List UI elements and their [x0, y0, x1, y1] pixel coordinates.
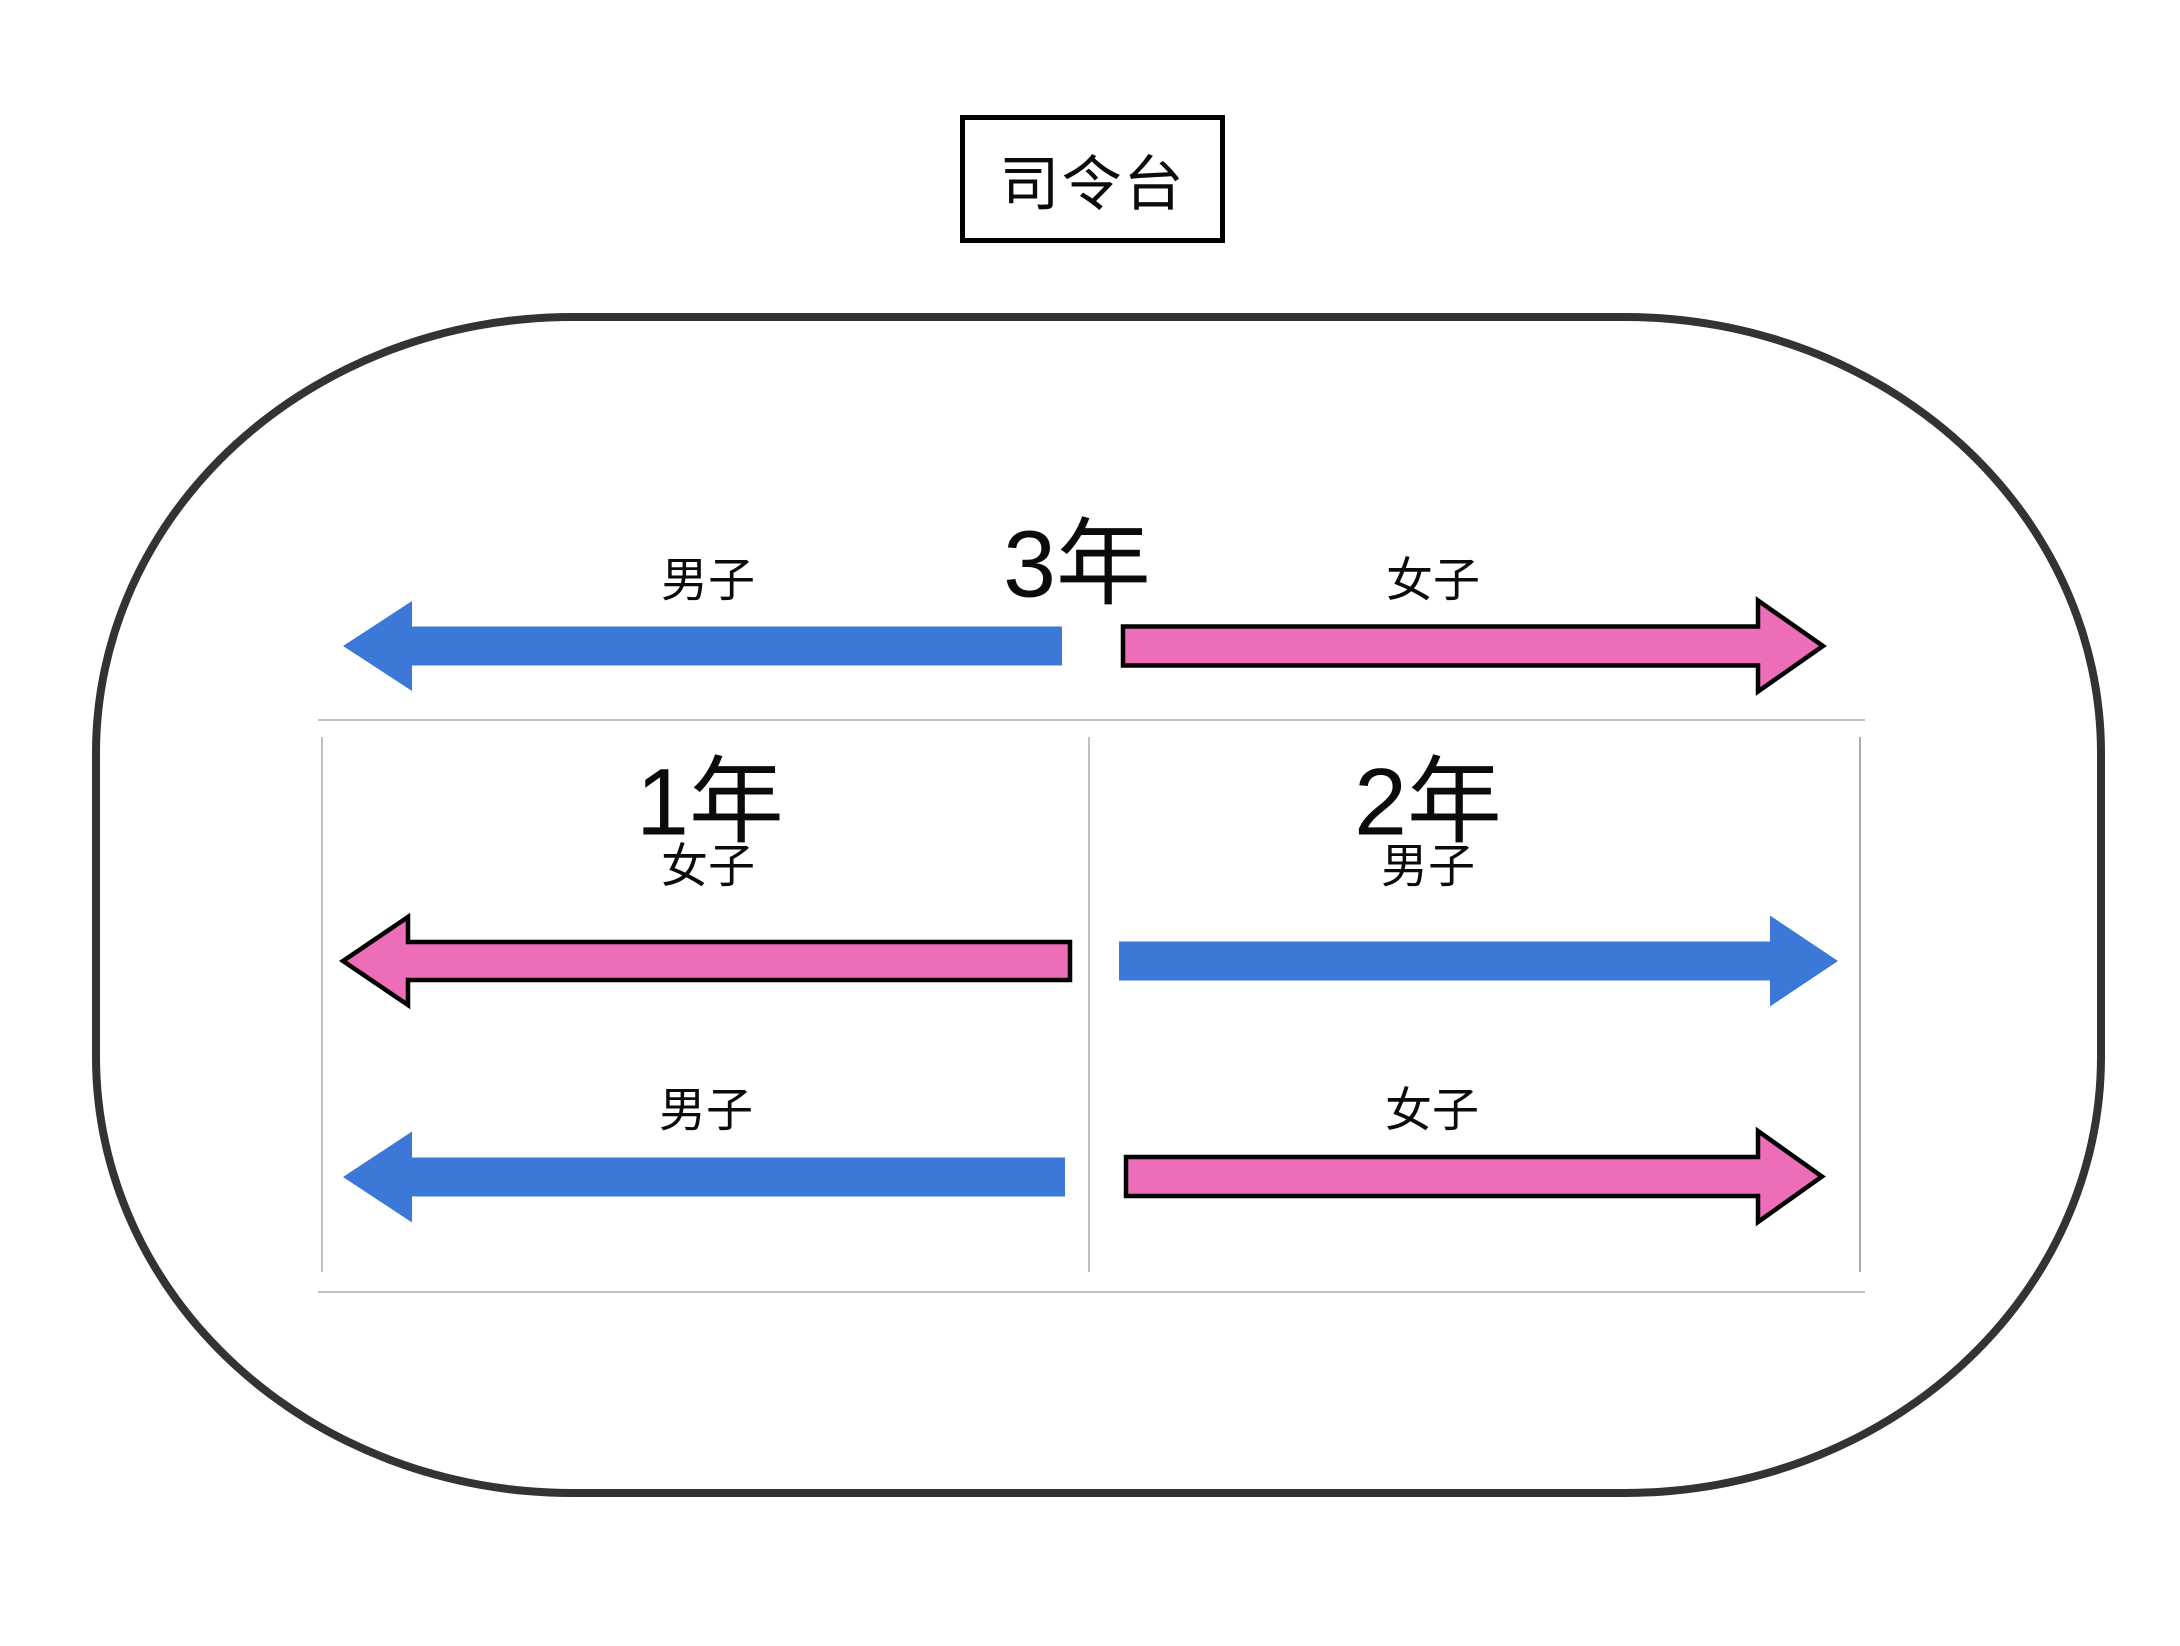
grade1-girls-label: 女子 [661, 839, 755, 893]
panel-left-border [321, 737, 323, 1272]
grade2-girls-arrow-right [1123, 1126, 1826, 1227]
grade3-girls-label: 女子 [1386, 553, 1480, 607]
grade2-title: 2年 [1354, 749, 1502, 856]
grade2-boys-arrow-right [1119, 915, 1838, 1007]
grade3-girls-arrow-right [1120, 596, 1827, 696]
upper-divider-line [318, 719, 1865, 721]
grade3-title: 3年 [1003, 511, 1151, 618]
command-platform-box: 司令台 [960, 115, 1225, 243]
grade1-boys-arrow-left [343, 1131, 1065, 1223]
grade1-boys-label: 男子 [659, 1083, 753, 1137]
grade1-title: 1年 [636, 749, 784, 856]
grade2-girls-label: 女子 [1385, 1083, 1479, 1137]
grade2-boys-label: 男子 [1381, 839, 1475, 893]
grade3-boys-arrow-left [343, 601, 1062, 691]
panel-right-border [1859, 737, 1861, 1272]
panel-middle-border [1088, 737, 1090, 1272]
command-platform-label: 司令台 [999, 150, 1186, 218]
grade1-girls-arrow-left [338, 912, 1073, 1010]
grade3-boys-label: 男子 [661, 553, 755, 607]
track-oval [92, 313, 2105, 1497]
lower-divider-line [318, 1291, 1865, 1293]
